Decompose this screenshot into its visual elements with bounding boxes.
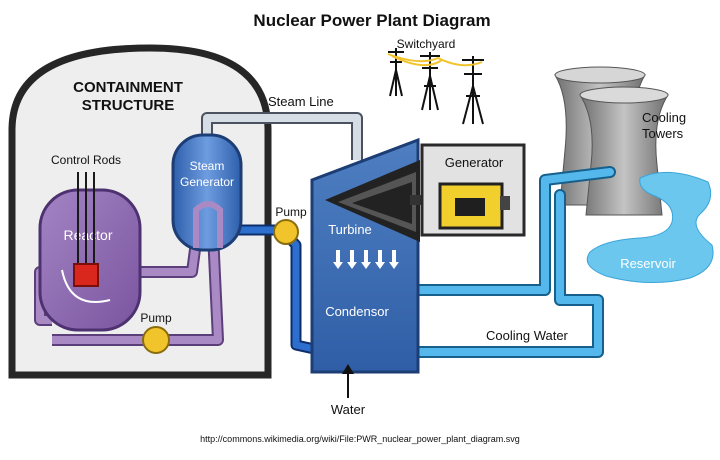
turbine-label: Turbine (328, 222, 372, 237)
condensor-label: Condensor (325, 304, 389, 319)
switchyard-label: Switchyard (397, 37, 456, 51)
generator-label: Generator (445, 155, 504, 170)
cooling-towers-label-line2: Towers (642, 126, 684, 141)
water-label: Water (331, 402, 366, 417)
reactor-vessel (38, 188, 142, 332)
containment-label: CONTAINMENT (73, 79, 183, 96)
reactor-core (73, 263, 99, 287)
feedwater-pump (273, 219, 299, 245)
cooling-water-label: Cooling Water (486, 328, 569, 343)
steam-line-label: Steam Line (268, 94, 334, 109)
steam-line (201, 112, 363, 160)
steam-generator-label-line2: Generator (180, 175, 234, 189)
control-rods-label: Control Rods (51, 153, 121, 167)
secondary-feedwater-loop (222, 224, 334, 358)
control-rods (77, 172, 95, 280)
cooling-towers-label: Cooling (642, 110, 686, 125)
generator-unit (438, 182, 510, 230)
diagram-title: Nuclear Power Plant Diagram (253, 11, 490, 30)
reactor-label: Reactor (63, 227, 112, 243)
feedwater-pump-label: Pump (275, 205, 307, 219)
water-inlet-arrow (342, 364, 354, 398)
containment-label-line2: STRUCTURE (82, 97, 175, 114)
reservoir-label: Reservoir (620, 256, 676, 271)
steam-generator-tube (193, 201, 223, 248)
switchyard-towers (387, 48, 484, 125)
core-flow-arrow (61, 269, 111, 303)
reservoir (586, 171, 714, 283)
steam-generator-label: Steam (190, 159, 225, 173)
steam-generator (171, 133, 243, 252)
turbine-steam-arrows (333, 250, 399, 269)
source-url: http://commons.wikimedia.org/wiki/File:P… (200, 434, 520, 444)
primary-pump-label: Pump (140, 311, 172, 325)
primary-pump (142, 326, 170, 354)
